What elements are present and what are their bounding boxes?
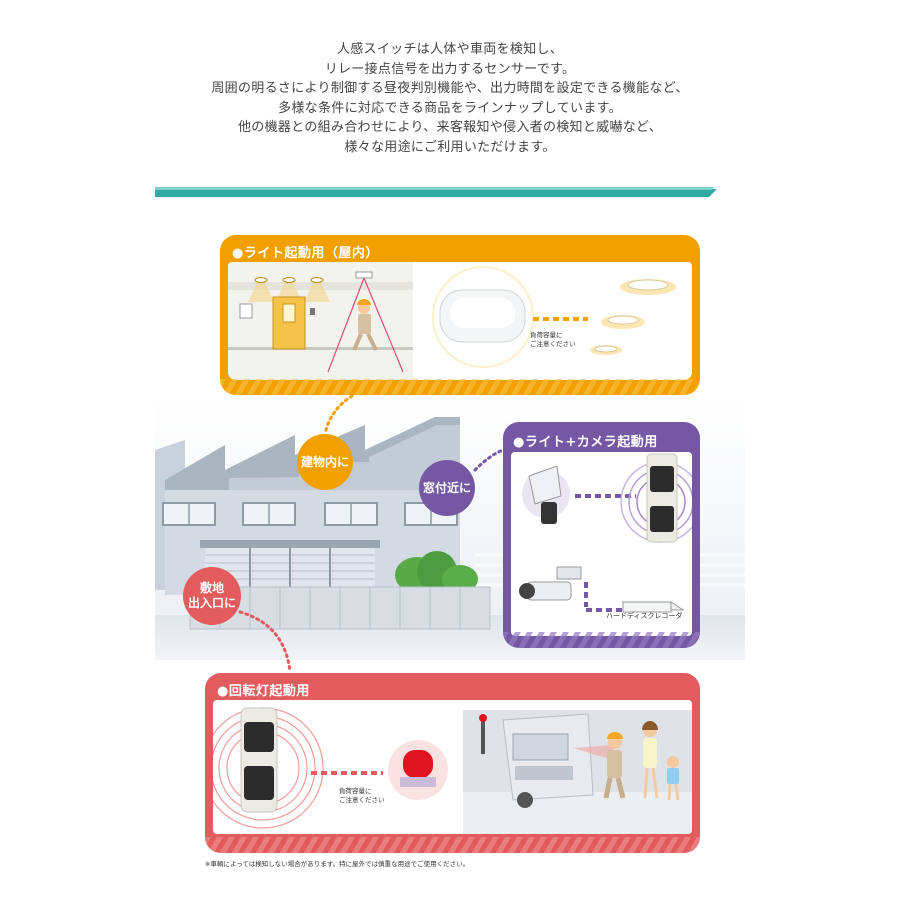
panel-content: 負荷容量に ご注意ください [228,262,692,380]
section-divider [155,187,717,197]
indoor-illustration [228,262,676,380]
location-bubble-window: 窓付近に [419,460,475,516]
panel-content: 負荷容量に ご注意ください [213,700,692,834]
intro-line: 周囲の明るさにより制御する昼夜判別機能や、出力時間を設定できる機能など、 [211,81,689,96]
intro-line: 多様な条件に対応できる商品をラインナップしています。 [278,100,622,116]
location-bubble-indoor: 建物内に [297,434,353,490]
recorder-label: ハードディスクレコーダ [606,612,683,620]
panel-stripes [220,379,700,395]
panel-title: ●回転灯起動用 [217,684,310,699]
footnote: ※車輌によっては検知しない場合があります。特に屋外では慎重な用途でご使用ください… [205,860,470,868]
panel-light-camera: ●ライト+カメラ起動用 ハードディスクレコー [503,422,700,648]
intro-text: 人感スイッチは人体や車両を検知し、 リレー接点信号を出力するセンサーです。 周囲… [150,40,750,157]
panel-light-indoor: ●ライト起動用（屋内） [220,235,700,395]
panel-stripes [205,837,700,853]
panel-rotating-light: ●回転灯起動用 [205,673,700,853]
rotating-illustration [213,707,692,834]
load-capacity-note: 負荷容量に ご注意ください [530,331,576,348]
panel-title: ●ライト+カメラ起動用 [513,435,658,450]
camera-illustration [519,453,692,613]
intro-line: 人感スイッチは人体や車両を検知し、 [336,42,564,57]
panel-title: ●ライト起動用（屋内） [232,246,379,261]
intro-line: リレー接点信号を出力するセンサーです。 [324,61,576,77]
location-bubble-gate: 敷地 出入口に [183,567,241,625]
intro-line: 他の機器との組み合わせにより、来客報知や侵入者の検知と威嚇など、 [237,120,663,135]
intro-line: 様々な用途にご利用いただけます。 [344,139,556,155]
panel-stripes [503,632,700,648]
load-capacity-note: 負荷容量に ご注意ください [339,787,385,804]
panel-content: ハードディスクレコーダ [511,452,692,636]
